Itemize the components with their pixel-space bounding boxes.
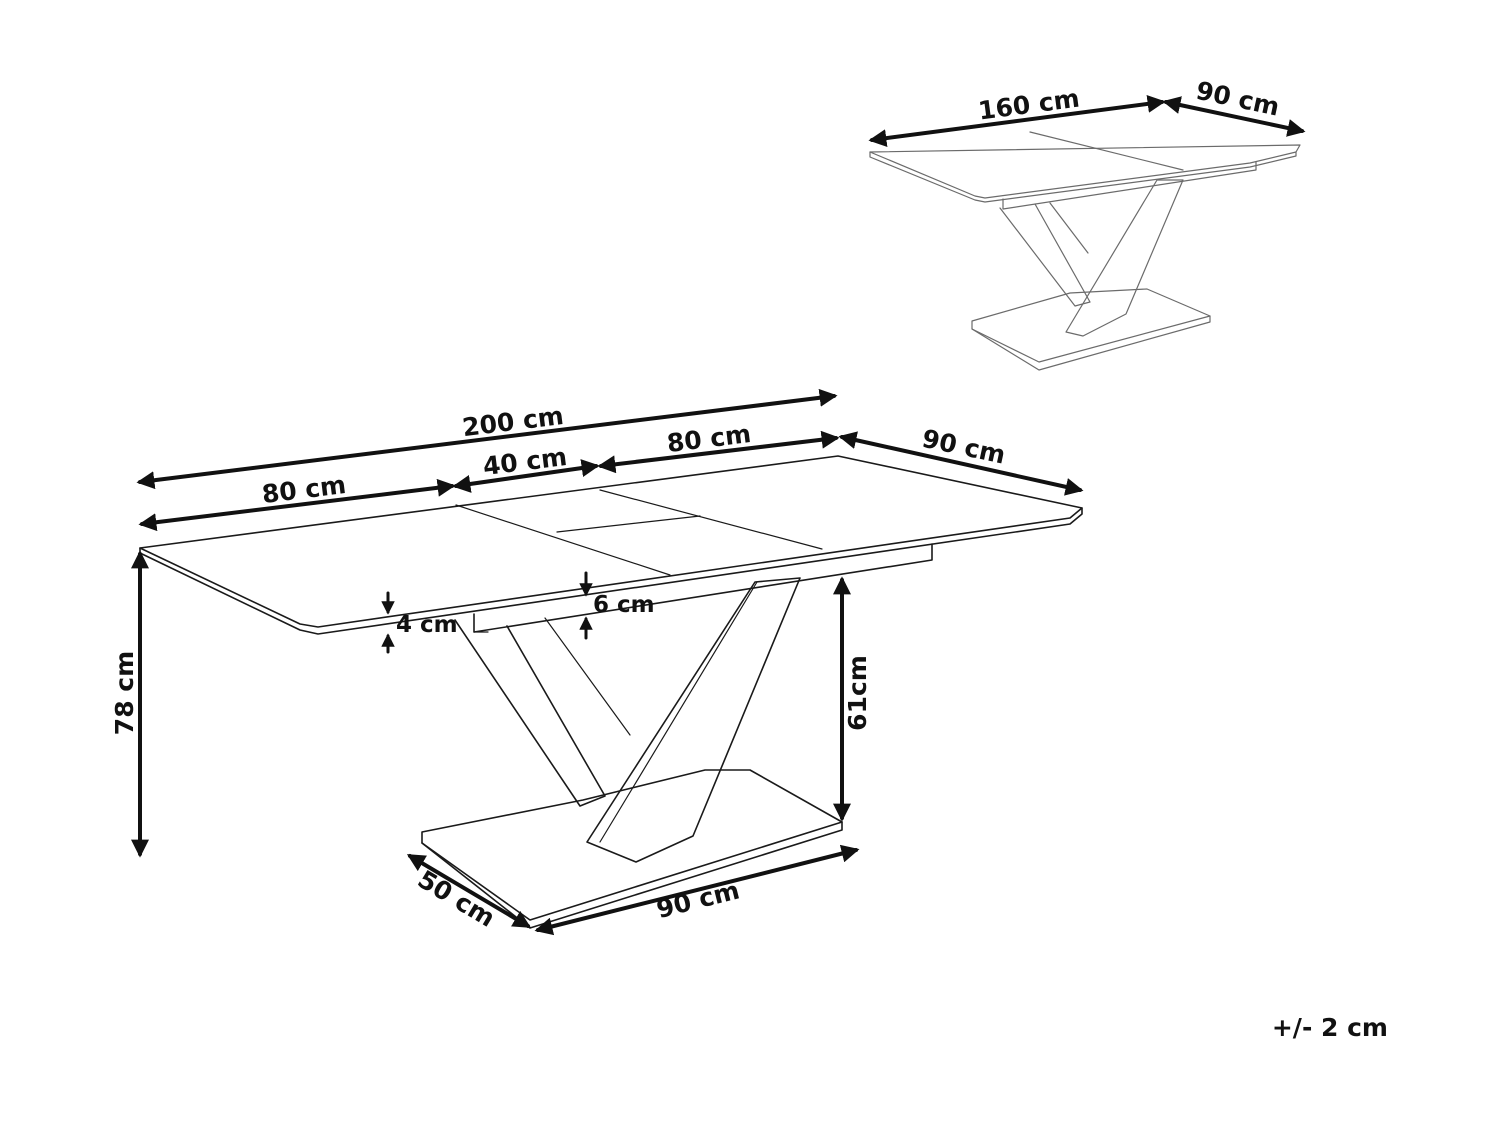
label-leaf-right: 80 cm bbox=[665, 419, 752, 458]
top-thickness-dimension: 4 cm bbox=[381, 591, 458, 654]
tolerance-note: +/- 2 cm bbox=[1272, 1013, 1388, 1042]
collapsed-table-drawing bbox=[869, 131, 1301, 371]
leaf-middle-dimension: 40 cm bbox=[452, 442, 600, 493]
label-leaf-left: 80 cm bbox=[260, 470, 347, 509]
label-base-width: 90 cm bbox=[654, 875, 743, 924]
extended-table-drawing bbox=[139, 455, 1083, 929]
table-height-dimension: 78 cm bbox=[110, 550, 149, 858]
apron-height-dimension: 6 cm bbox=[579, 571, 655, 640]
label-table-height: 78 cm bbox=[110, 651, 139, 735]
collapsed-length-dimension: 160 cm bbox=[868, 84, 1166, 148]
label-leg-height: 61cm bbox=[843, 655, 872, 731]
label-collapsed-width: 90 cm bbox=[1193, 76, 1282, 122]
label-total-length: 200 cm bbox=[461, 401, 566, 442]
base-width-dimension: 90 cm bbox=[534, 844, 860, 936]
base-depth-dimension: 50 cm bbox=[406, 854, 532, 933]
top-width-dimension: 90 cm bbox=[838, 424, 1084, 496]
label-apron-height: 6 cm bbox=[593, 592, 655, 618]
leaf-right-dimension: 80 cm bbox=[597, 419, 840, 474]
label-base-depth: 50 cm bbox=[413, 865, 500, 933]
leg-height-dimension: 61cm bbox=[833, 576, 872, 822]
collapsed-width-dimension: 90 cm bbox=[1162, 76, 1306, 137]
label-top-thickness: 4 cm bbox=[396, 612, 458, 638]
label-leaf-middle: 40 cm bbox=[481, 442, 568, 481]
leaf-left-dimension: 80 cm bbox=[138, 470, 456, 532]
